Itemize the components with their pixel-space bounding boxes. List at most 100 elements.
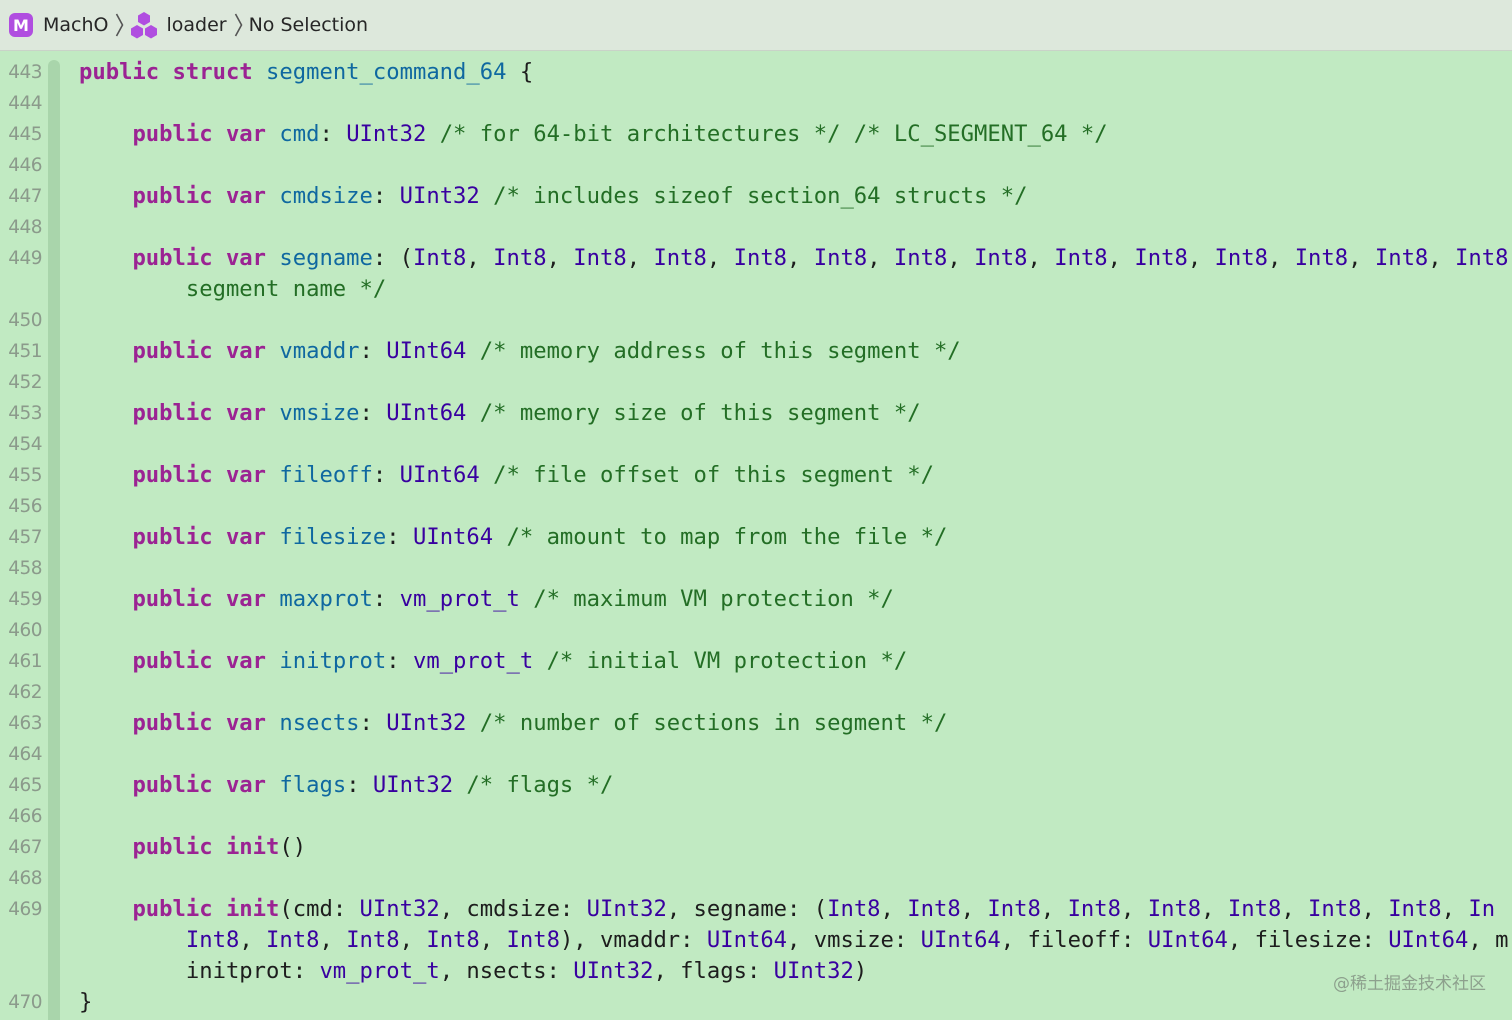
- code-line[interactable]: public var vmaddr: UInt64 /* memory addr…: [79, 336, 960, 367]
- code-token: [79, 834, 132, 860]
- line-number: 465: [8, 775, 42, 796]
- code-token: ,: [947, 245, 975, 271]
- code-line[interactable]: public var cmdsize: UInt32 /* includes s…: [79, 181, 1027, 212]
- code-token: :: [372, 183, 400, 209]
- code-token: public: [79, 59, 160, 85]
- code-token: ,: [1040, 896, 1068, 922]
- code-token: , nsects:: [439, 958, 574, 984]
- code-folding-ribbon[interactable]: [48, 60, 60, 1020]
- code-token: [213, 586, 226, 612]
- line-number: 466: [8, 806, 42, 827]
- code-token: [79, 648, 132, 674]
- code-token: Int8: [1134, 245, 1188, 271]
- code-token: [79, 772, 132, 798]
- code-token: [79, 524, 132, 550]
- code-token: UInt32: [386, 710, 467, 736]
- code-token: Int8: [573, 245, 627, 271]
- code-token: [520, 586, 533, 612]
- code-token: ,: [239, 927, 267, 953]
- line-number: 446: [8, 155, 42, 176]
- line-number: 464: [8, 744, 42, 765]
- code-token: var: [225, 648, 267, 674]
- code-token: struct: [172, 59, 253, 85]
- code-token: [266, 586, 279, 612]
- line-number: 456: [8, 496, 42, 517]
- code-token: , segname: (: [666, 896, 828, 922]
- code-token: , filesize:: [1227, 927, 1389, 953]
- code-line[interactable]: public var nsects: UInt32 /* number of s…: [79, 708, 947, 739]
- chevron-right-icon: [115, 12, 124, 38]
- code-token: ,: [1361, 896, 1389, 922]
- code-token: ,: [706, 245, 734, 271]
- code-token: [533, 648, 546, 674]
- code-token: Int8: [733, 245, 788, 271]
- code-token: Int8: [1054, 245, 1108, 271]
- code-line[interactable]: public var vmsize: UInt64 /* memory size…: [79, 398, 920, 429]
- code-token: UInt64: [399, 462, 480, 488]
- code-line[interactable]: public var cmd: UInt32 /* for 64-bit arc…: [79, 119, 1108, 150]
- code-line[interactable]: public var flags: UInt32 /* flags */: [79, 770, 613, 801]
- code-token: var: [225, 524, 267, 550]
- code-token: , vmsize:: [787, 927, 921, 953]
- code-token: var: [225, 462, 267, 488]
- code-line[interactable]: public init(cmd: UInt32, cmdsize: UInt32…: [79, 894, 1495, 925]
- code-token: Int8: [1214, 245, 1268, 271]
- code-token: Int8: [506, 927, 560, 953]
- code-token: [79, 338, 132, 364]
- code-line[interactable]: public var maxprot: vm_prot_t /* maximum…: [79, 584, 894, 615]
- code-token: [266, 245, 279, 271]
- code-line[interactable]: public struct segment_command_64 {: [79, 57, 533, 88]
- code-token: Int8: [412, 245, 467, 271]
- code-token: /* maximum VM protection */: [533, 586, 894, 612]
- code-token: ,: [1281, 896, 1309, 922]
- code-token: [79, 586, 132, 612]
- breadcrumb-loader[interactable]: loader: [130, 11, 227, 39]
- code-token: :: [359, 338, 387, 364]
- code-token: [79, 121, 132, 147]
- breadcrumb-macho[interactable]: M MachO: [8, 12, 108, 38]
- line-number: 443: [8, 62, 42, 83]
- line-number: 444: [8, 93, 42, 114]
- code-token: UInt64: [386, 400, 467, 426]
- line-number: 470: [8, 992, 42, 1013]
- code-token: [213, 245, 226, 271]
- code-line[interactable]: Int8, Int8, Int8, Int8, Int8), vmaddr: U…: [79, 925, 1509, 956]
- code-token: cmd: [279, 121, 320, 147]
- code-line[interactable]: public var segname: (Int8, Int8, Int8, I…: [79, 243, 1508, 274]
- code-token: ,: [787, 245, 814, 271]
- code-token: var: [225, 121, 267, 147]
- code-line[interactable]: segment name */: [79, 274, 386, 305]
- code-line[interactable]: }: [79, 987, 92, 1018]
- code-token: public: [132, 245, 213, 271]
- code-token: }: [79, 989, 93, 1015]
- code-line[interactable]: public var filesize: UInt64 /* amount to…: [79, 522, 947, 553]
- code-token: :: [386, 648, 413, 674]
- code-token: ): [853, 958, 868, 984]
- line-number: 460: [8, 620, 42, 641]
- code-token: [266, 524, 279, 550]
- code-token: [213, 183, 226, 209]
- code-token: ,: [1187, 245, 1215, 271]
- code-token: [266, 772, 279, 798]
- code-line[interactable]: public var fileoff: UInt64 /* file offse…: [79, 460, 934, 491]
- code-token: :: [386, 524, 413, 550]
- code-token: [466, 710, 479, 736]
- code-token: var: [225, 772, 267, 798]
- code-token: /* for 64-bit architectures */ /* LC_SEG…: [439, 121, 1108, 147]
- code-token: ,: [867, 245, 894, 271]
- code-token: [466, 400, 479, 426]
- code-token: [213, 338, 226, 364]
- line-number: 459: [8, 589, 42, 610]
- code-token: public: [132, 772, 213, 798]
- code-token: public: [132, 896, 213, 922]
- code-line[interactable]: public init(): [79, 832, 306, 863]
- code-token: Int8: [185, 927, 240, 953]
- line-number: 455: [8, 465, 42, 486]
- code-token: ,: [1027, 245, 1055, 271]
- code-token: filesize: [279, 524, 387, 550]
- breadcrumb-no-selection[interactable]: No Selection: [249, 14, 368, 36]
- code-line[interactable]: public var initprot: vm_prot_t /* initia…: [79, 646, 907, 677]
- code-line[interactable]: initprot: vm_prot_t, nsects: UInt32, fla…: [79, 956, 867, 987]
- code-token: UInt64: [706, 927, 788, 953]
